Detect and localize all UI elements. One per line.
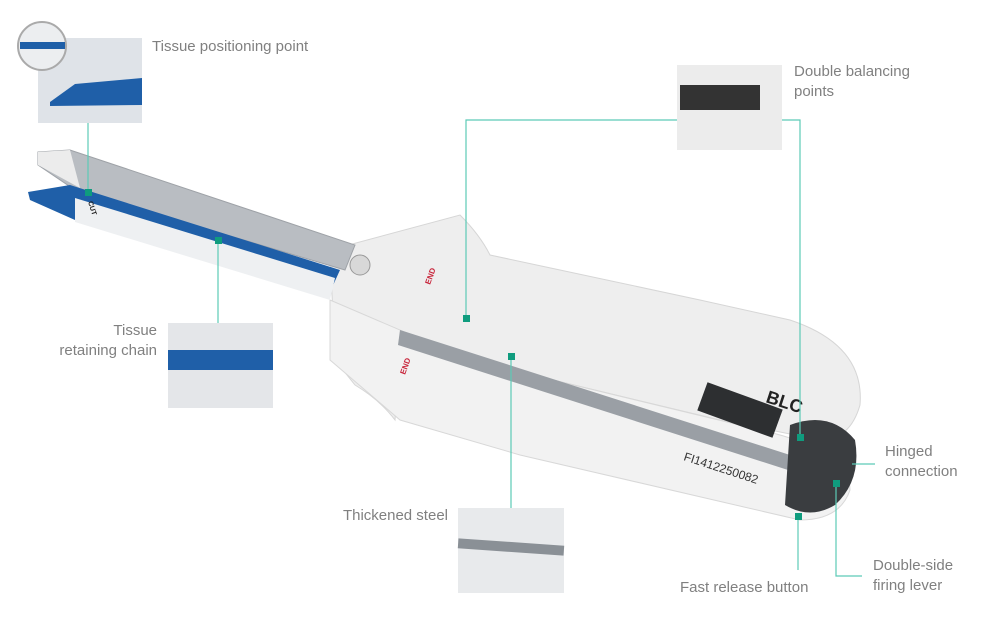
callout-lines: [87, 119, 875, 577]
label-hinged-1: Hinged: [885, 443, 933, 460]
label-retaining-chain-2: retaining chain: [59, 342, 157, 359]
lever-slot: [697, 382, 783, 438]
anvil-tip: [38, 150, 80, 188]
label-thickened-steel: Thickened steel: [342, 507, 448, 524]
label-fast-release: Fast release button: [680, 579, 809, 596]
firing-lever: [785, 420, 857, 513]
steel-bar: [398, 330, 790, 470]
callout-markers: [85, 189, 840, 520]
cartridge-scale: [75, 198, 335, 300]
cut-mark: CUT: [86, 200, 97, 217]
pivot: [349, 254, 371, 276]
label-retaining-chain-1: Tissue: [113, 322, 157, 339]
label-firing-2: firing lever: [873, 577, 943, 594]
stapler-handle: [329, 214, 861, 441]
label-balancing-2: points: [794, 83, 835, 100]
label-tissue-positioning: Tissue positioning point: [152, 38, 309, 55]
label-hinged-2: connection: [885, 463, 958, 480]
label-firing-1: Double-side: [873, 557, 954, 574]
label-balancing-1: Double balancing: [794, 63, 910, 80]
